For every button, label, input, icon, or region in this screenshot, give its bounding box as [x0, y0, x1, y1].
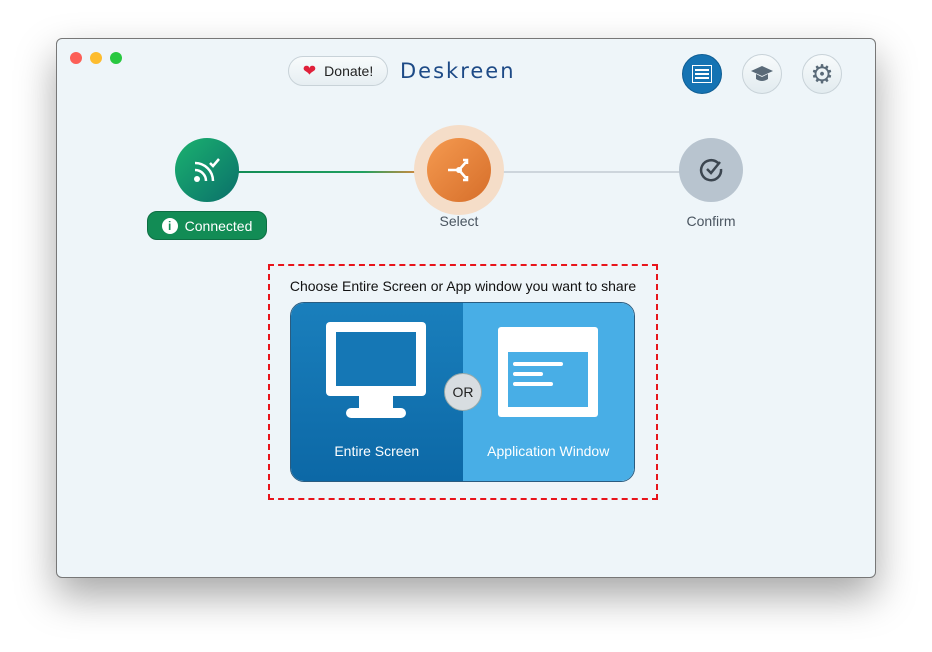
maximize-window-button[interactable]: [110, 52, 122, 64]
donate-label: Donate!: [324, 63, 374, 79]
donate-button[interactable]: ❤ Donate!: [288, 56, 388, 86]
share-prompt: Choose Entire Screen or App window you w…: [289, 278, 637, 294]
heart-icon: ❤: [302, 63, 317, 80]
tutorial-button[interactable]: [742, 54, 782, 94]
share-fork-icon: [448, 158, 469, 182]
app-window-icon: [497, 327, 598, 417]
app-window: ❤ Donate! Deskreen ⚙ i Connected Select …: [56, 38, 876, 578]
progress-line-pending: [487, 171, 687, 173]
graduation-cap-icon: [751, 66, 773, 81]
entire-screen-button[interactable]: Entire Screen: [291, 303, 463, 481]
info-icon: i: [161, 217, 178, 234]
application-window-label: Application Window: [487, 443, 610, 459]
application-window-button[interactable]: Application Window: [462, 303, 634, 481]
check-circle-icon: [699, 158, 723, 182]
gear-icon: ⚙: [810, 59, 834, 89]
select-label: Select: [439, 213, 479, 229]
progress-line-done: [237, 171, 417, 173]
step-confirm: [679, 138, 743, 202]
monitor-icon: [326, 322, 426, 418]
list-icon: [692, 65, 712, 83]
entire-screen-label: Entire Screen: [334, 443, 420, 459]
step-connected: [175, 138, 239, 202]
wifi-check-icon: [194, 158, 220, 182]
connected-devices-button[interactable]: [682, 54, 722, 94]
connected-label: Connected: [184, 217, 253, 234]
minimize-window-button[interactable]: [90, 52, 102, 64]
close-window-button[interactable]: [70, 52, 82, 64]
share-selection-area: Choose Entire Screen or App window you w…: [268, 264, 658, 500]
app-title: Deskreen: [400, 59, 516, 83]
share-options: Entire Screen Application Window OR: [290, 302, 635, 482]
confirm-label: Confirm: [686, 213, 736, 229]
connected-badge[interactable]: i Connected: [147, 211, 267, 240]
settings-button[interactable]: ⚙: [802, 54, 842, 94]
or-divider: OR: [444, 373, 482, 411]
step-select: [427, 138, 491, 202]
